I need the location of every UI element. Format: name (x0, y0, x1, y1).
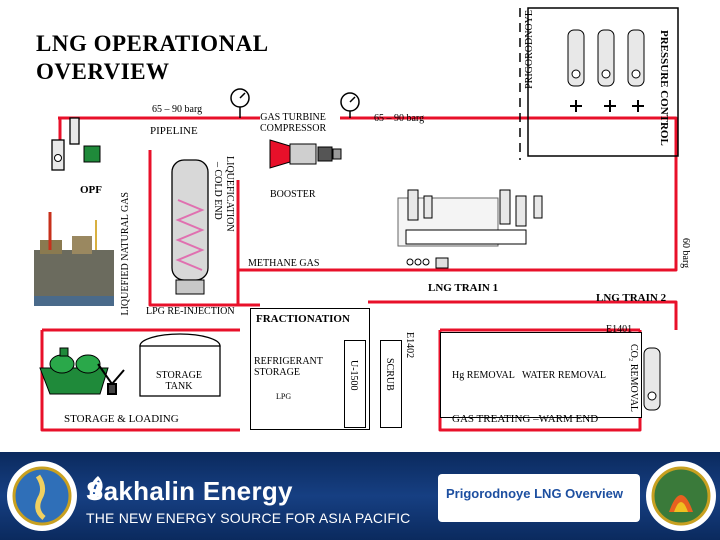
pressure-control-frame (527, 7, 679, 157)
presentation-title: Prigorodnoye LNG Overview (446, 486, 623, 501)
co2-removal-label: CO₂ REMOVAL (628, 344, 639, 413)
gas-turbine-label: GAS TURBINE COMPRESSOR (260, 112, 326, 134)
brand-name: Sakhalin Energy (86, 476, 293, 506)
storage-tank-label-2: TANK (165, 381, 193, 392)
e1401-label: E1401 (606, 324, 633, 335)
lng-tanker-icon (39, 347, 109, 395)
sakhalin-emblem-left-icon (7, 461, 77, 531)
refrigerant-storage-label: REFRIGERANT STORAGE (254, 356, 323, 378)
offshore-platform-icon (34, 212, 114, 306)
pressure-control-vessels-icon (567, 29, 645, 112)
lpg-label: LPG (276, 392, 292, 401)
prigorodnoye-label: PRIGORODNOYE (524, 10, 535, 89)
methane-gas-label: METHANE GAS (248, 258, 320, 269)
pipe-network (40, 116, 678, 432)
scrub-box (380, 340, 402, 428)
pipe-top-right (340, 116, 678, 160)
title-line-1: LNG OPERATIONAL (36, 31, 269, 56)
gas-turbine-label-2: COMPRESSOR (260, 123, 327, 134)
lng-train-1-label: LNG TRAIN 1 (428, 282, 499, 294)
liquefication-column-icon (171, 159, 209, 295)
title-line-2: OVERVIEW (36, 59, 170, 84)
scrub-label: SCRUB (384, 358, 395, 391)
storage-tank-icon (139, 333, 221, 397)
pipeline-vessels-icon (51, 117, 101, 171)
sixty-barg-label: 60 barg (680, 238, 691, 269)
pipe-liquefication-left (148, 150, 238, 307)
pressure-gauge-left-icon (230, 88, 250, 118)
sakhalin-energy-logo-icon (89, 476, 103, 499)
booster-equipment-icon (397, 189, 543, 269)
liquefication-label-1: LIQUEFICATION (224, 156, 235, 232)
pressure-control-label: PRESSURE CONTROL (658, 30, 670, 146)
liquefied-natural-gas-label: LIQUEFIED NATURAL GAS (120, 192, 131, 316)
pipe-lng-train2 (368, 300, 678, 330)
opf-label: OPF (80, 184, 102, 196)
u1500-box (344, 340, 366, 428)
gas-turbine-compressor-icon (269, 139, 342, 169)
pipe-right-down (460, 160, 678, 272)
pressure-right-label: 65 – 90 barg (374, 113, 425, 124)
e1402-label: E1402 (404, 332, 415, 359)
liquefication-label-2: – COLD END (212, 162, 223, 220)
pressure-gauge-right-icon (340, 92, 360, 118)
gas-treating-box (440, 332, 642, 418)
u1500-label: U-1500 (348, 360, 359, 391)
lpg-reinjection-label: LPG RE-INJECTION (146, 306, 235, 317)
hg-removal-label: Hg REMOVAL (452, 370, 515, 381)
fractionation-label: FRACTIONATION (256, 313, 350, 325)
pipeline-label: PIPELINE (150, 125, 198, 137)
presentation-title-panel (438, 474, 640, 522)
pressure-left-label: 65 – 90 barg (152, 104, 203, 115)
co2-removal-vessel-icon (643, 347, 661, 411)
footer-banner: Sakhalin Energy THE NEW ENERGY SOURCE FO… (0, 452, 720, 540)
booster-label: BOOSTER (270, 189, 316, 200)
storage-loading-label: STORAGE & LOADING (64, 413, 179, 425)
pipe-storage (40, 330, 240, 432)
gas-turbine-label-1: GAS TURBINE (260, 112, 326, 123)
page-title: LNG OPERATIONAL OVERVIEW (36, 30, 269, 86)
lng-train-2-label: LNG TRAIN 2 (596, 292, 667, 304)
water-removal-label: WATER REMOVAL (522, 370, 606, 381)
refrigerant-label-2: STORAGE (254, 367, 300, 378)
refrigerant-label-1: REFRIGERANT (254, 356, 323, 367)
loading-arm-icon (97, 363, 125, 395)
storage-tank-label: STORAGE TANK (156, 370, 202, 392)
gas-treating-label: GAS TREATING –WARM END (452, 413, 599, 425)
storage-tank-label-1: STORAGE (156, 370, 202, 381)
brand-tagline: THE NEW ENERGY SOURCE FOR ASIA PACIFIC (86, 510, 411, 526)
sakhalin-emblem-right-icon (646, 461, 716, 531)
